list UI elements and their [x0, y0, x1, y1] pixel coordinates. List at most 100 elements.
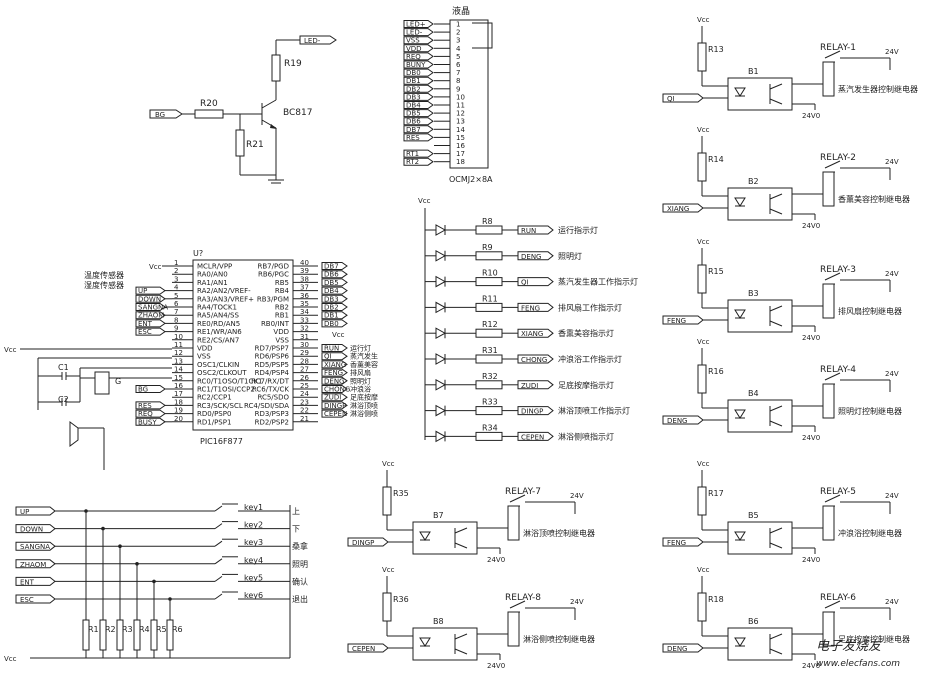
- mcu-pin-number: 31: [300, 333, 309, 341]
- lcd-pin-name: DB0: [406, 69, 421, 77]
- mcu-pin-number: 32: [300, 325, 309, 333]
- key-function: 确认: [292, 576, 308, 586]
- mcu-pin-number: 29: [300, 349, 309, 357]
- lcd-pin-number: 1: [456, 21, 460, 29]
- led-resistor-label: R32: [482, 372, 498, 381]
- mcu-pin-number: 17: [174, 390, 183, 398]
- mcu-pin-number: 24: [300, 390, 309, 398]
- lcd-pin-flag: [403, 92, 434, 101]
- mcu-pin-number: 14: [174, 366, 183, 374]
- mcu-pin-number: 2: [174, 267, 178, 275]
- mcu-pin-number: 10: [174, 333, 183, 341]
- led-icon: [435, 353, 447, 365]
- optocoupler-label: B8: [433, 617, 444, 626]
- transistor-part-label: BC817: [283, 108, 312, 118]
- r19-label: R19: [284, 59, 302, 69]
- lcd-pin-number: 13: [456, 118, 465, 126]
- led-net-flag: [517, 302, 554, 312]
- net-label-bg: BG: [155, 111, 165, 119]
- relay-label: RELAY-6: [820, 593, 856, 603]
- relay-contact-icon: [824, 372, 841, 381]
- relay-net-label: CEPEN: [352, 645, 375, 653]
- key-net-label: ENT: [20, 578, 35, 586]
- mcu-ref: U?: [193, 249, 203, 258]
- mcu-net-flag: [135, 401, 166, 410]
- mcu-pin-name: RD7/PSP7: [255, 345, 289, 353]
- mcu-pin-name: RB6/PGC: [258, 271, 289, 279]
- relay-net-flag: [347, 643, 389, 653]
- relay-supply-label: 24V: [885, 492, 899, 500]
- mcu-part-label: PIC16F877: [200, 437, 243, 446]
- lcd-pin-flag: [403, 157, 434, 166]
- lcd-pin-name: DB2: [406, 85, 421, 93]
- relay-supply-label: 24V: [570, 492, 584, 500]
- key-resistor-label: R2: [105, 625, 116, 634]
- lcd-pin-number: 10: [456, 93, 465, 101]
- lcd-pin-flag: [403, 117, 434, 126]
- mcu-pin-name: RC5/SDO: [257, 394, 289, 402]
- mcu-pin-number: 38: [300, 275, 309, 283]
- mcu-pin-name: RC1/T1OSI/CCP2: [197, 386, 255, 394]
- mcu-pin-name: RB5: [275, 279, 289, 287]
- opto-led-icon: [419, 531, 431, 541]
- relay-input-resistor: [697, 264, 707, 294]
- relay-coil: [822, 505, 835, 541]
- lcd-pin-flag: [403, 60, 434, 69]
- mcu-body: [192, 259, 294, 431]
- mcu-pin-name: RD5/PSP5: [255, 361, 289, 369]
- relay-vcc-label: Vcc: [697, 460, 710, 468]
- mcu-pin-number: 33: [300, 316, 309, 324]
- relay-label: RELAY-1: [820, 43, 856, 53]
- key-function: 退出: [292, 594, 308, 604]
- relay-input-resistor: [697, 486, 707, 516]
- relay-coil: [507, 505, 520, 541]
- led-resistor-label: R10: [482, 269, 498, 278]
- sensor-hum-label: 湿度传感器: [84, 280, 124, 290]
- mcu-pin-number: 37: [300, 284, 309, 292]
- resistor-r21: [235, 129, 245, 157]
- mcu-net-flag: [135, 286, 166, 295]
- lcd-pin-number: 9: [456, 85, 460, 93]
- key-resistor-label: R4: [139, 625, 150, 634]
- lcd-pin-name: BUNY: [406, 61, 426, 69]
- mcu-pin-number: 11: [174, 341, 183, 349]
- relay-supply-label: 24V: [885, 158, 899, 166]
- lcd-pin-number: 15: [456, 134, 465, 142]
- crystal-label: G: [115, 377, 121, 386]
- mcu-net-label: REQ: [138, 410, 153, 418]
- led-description: 足底按摩指示灯: [558, 380, 614, 390]
- mcu-net-flag: [321, 385, 348, 393]
- relay-input-resistor: [382, 592, 392, 622]
- key-function: 桑拿: [292, 541, 308, 551]
- lcd-pin-number: 14: [456, 126, 465, 134]
- relay-vcc-label: Vcc: [697, 16, 710, 24]
- lcd-pin-name: RT2: [406, 158, 419, 166]
- mcu-net-flag: [321, 319, 348, 328]
- led-net-label: DENG: [521, 253, 541, 261]
- mcu-net-label: FENG: [324, 369, 343, 377]
- lcd-body: [449, 19, 489, 169]
- mcu-net-flag: [135, 294, 166, 303]
- lcd-pin-flag: [403, 101, 434, 109]
- led-description: 排风扇工作指示灯: [558, 302, 622, 312]
- mcu-pin-name: RB4: [275, 287, 290, 295]
- led-icon: [435, 404, 447, 417]
- led-description: 冲浪浴工作指示灯: [558, 354, 622, 364]
- lcd-pin-flag: [403, 20, 434, 28]
- mcu-pin-name: RE2/CS/AN7: [197, 336, 239, 344]
- key-ref: key1: [244, 503, 263, 512]
- mcu-net-label: DB7: [324, 263, 339, 271]
- backlight-driver: LED- R19 BC817 R20 BG R21: [149, 35, 337, 184]
- resistor-r20: [194, 109, 224, 119]
- relay-vcc-label: Vcc: [697, 238, 710, 246]
- relay-coil: [822, 383, 835, 419]
- r21-label: R21: [246, 140, 264, 150]
- led-description: 照明灯: [558, 251, 582, 261]
- mcu-net-flag: [321, 270, 348, 279]
- mcu-pin-name: RC4/SDI/SDA: [244, 402, 289, 410]
- key-net-flag: [15, 506, 56, 516]
- c1-label: C1: [58, 363, 69, 372]
- opto-led-icon: [734, 87, 746, 97]
- lcd-pin-number: 18: [456, 158, 465, 166]
